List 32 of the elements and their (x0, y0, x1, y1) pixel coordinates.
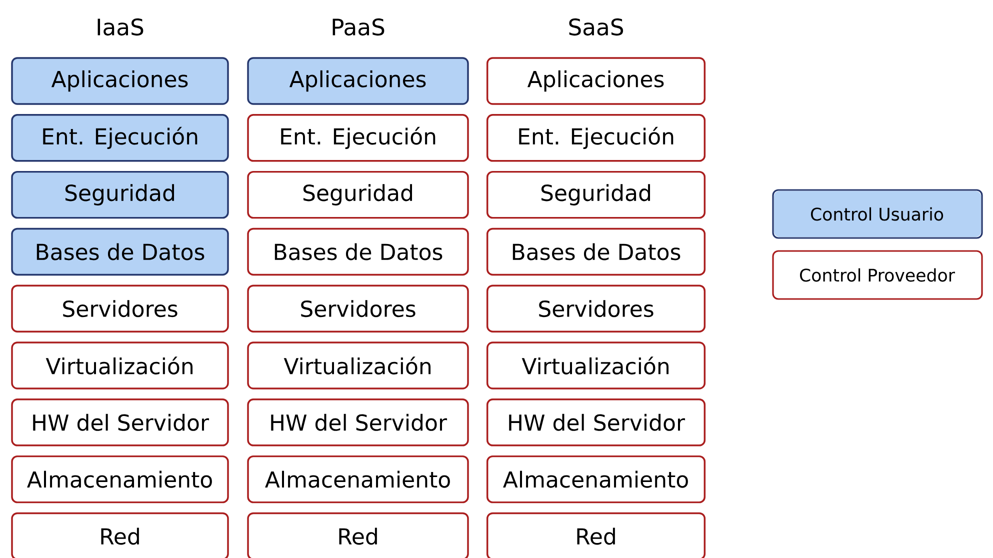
layer-box: Red (247, 512, 469, 558)
layer-box: Almacenamiento (11, 455, 229, 504)
layer-box: Virtualización (11, 342, 229, 390)
layer-box: Servidores (247, 284, 469, 332)
layer-box: Red (11, 512, 229, 558)
layer-box: Ent. Ejecución (486, 114, 706, 162)
layer-box: Aplicaciones (486, 57, 706, 105)
layer-box: Bases de Datos (247, 228, 469, 276)
layer-box: Ent. Ejecución (247, 114, 469, 162)
legend-label: Control Usuario (810, 207, 944, 221)
layer-box: Ent. Ejecución (11, 114, 229, 162)
column-heading: SaaS (569, 18, 624, 36)
layer-box: Seguridad (247, 170, 469, 219)
layer-box: Seguridad (486, 170, 706, 219)
layer-box: Almacenamiento (247, 455, 469, 504)
layer-box: Virtualización (486, 342, 706, 390)
layer-box: Red (486, 512, 706, 558)
layer-box: Almacenamiento (486, 455, 706, 504)
layer-box: HW del Servidor (247, 398, 469, 446)
column-heading: PaaS (332, 18, 384, 36)
layer-box: Aplicaciones (247, 57, 469, 105)
layer-box: HW del Servidor (11, 398, 229, 446)
layer-box: Servidores (11, 284, 229, 332)
layer-box: Servidores (486, 284, 706, 332)
layer-box: Aplicaciones (11, 57, 229, 105)
layer-box: Virtualización (247, 342, 469, 390)
layer-box: Bases de Datos (11, 228, 229, 276)
layer-box: Seguridad (11, 170, 229, 219)
layer-box: Bases de Datos (486, 228, 706, 276)
legend-label: Control Proveedor (800, 268, 956, 282)
column-heading: IaaS (98, 18, 144, 36)
layer-box: HW del Servidor (486, 398, 706, 446)
